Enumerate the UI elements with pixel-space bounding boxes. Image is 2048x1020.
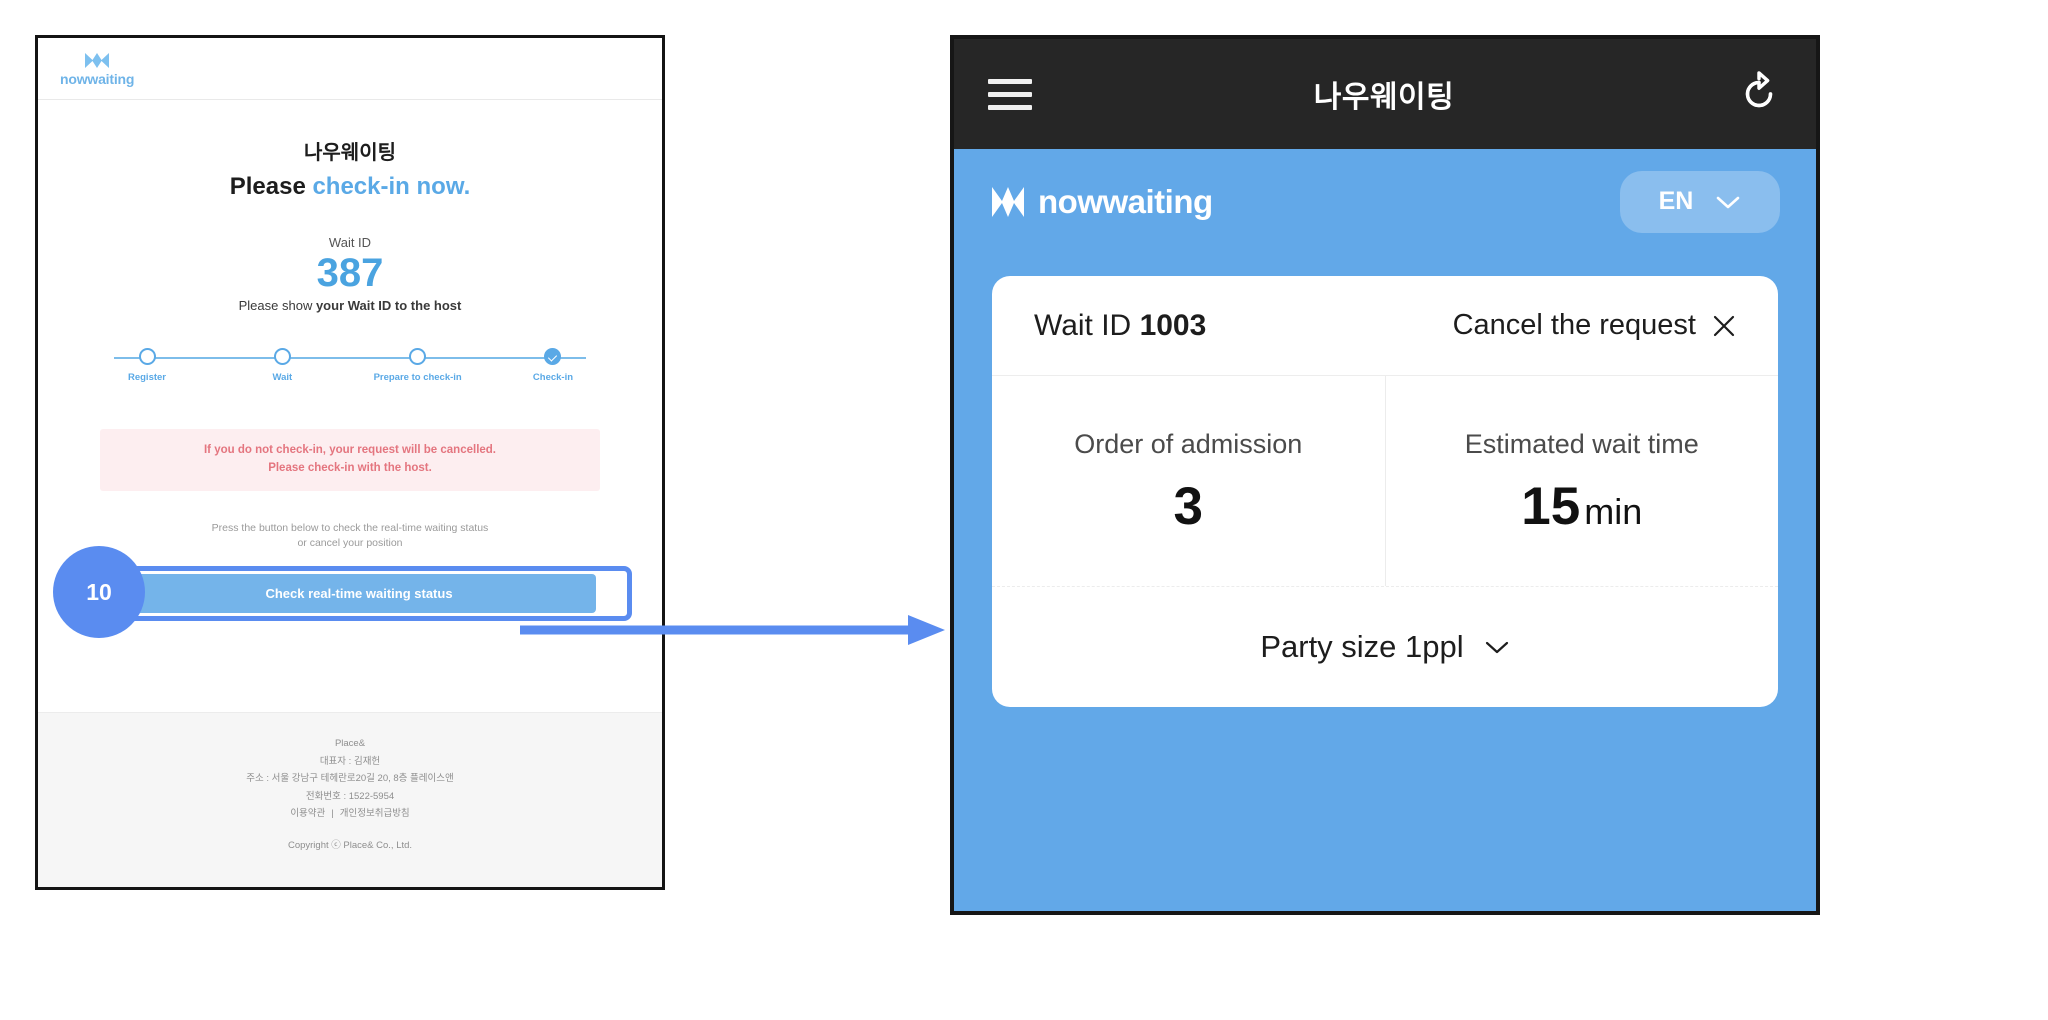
terms-link[interactable]: 이용약관	[290, 808, 326, 820]
app-title: 나우웨이팅	[1313, 81, 1455, 114]
app-brand-row: nowwaiting EN	[954, 149, 1816, 254]
refresh-icon[interactable]	[1736, 71, 1782, 117]
wait-id-hint-bold: your Wait ID to the host	[315, 298, 462, 313]
close-x-icon	[1713, 315, 1735, 336]
brand-logo-text: nowwaiting	[60, 70, 135, 87]
step-number-badge: 10	[53, 546, 145, 639]
card-wait-id-label: Wait ID	[1034, 308, 1140, 342]
step-check-icon	[544, 348, 562, 365]
nowwaiting-w-mark-icon	[85, 52, 110, 68]
stepper-step-checkin[interactable]: Check-in	[508, 347, 598, 383]
left-panel-body: 나우웨이팅 Please check-in now. Wait ID 387 P…	[38, 100, 662, 639]
chevron-down-icon	[1485, 641, 1508, 654]
card-stats-row: Order of admission 3 Estimated wait time…	[992, 376, 1778, 586]
cta-area: Check real-time waiting status 10	[53, 546, 632, 639]
stat-order-of-admission: Order of admission 3	[992, 376, 1385, 586]
language-selector[interactable]: EN	[1620, 170, 1780, 233]
headline-accent: check-in now.	[312, 173, 471, 200]
footer-ceo: 대표자 : 김재헌	[319, 755, 381, 767]
stepper-step-label: Check-in	[532, 372, 574, 383]
checkin-progress-stepper: Register Wait Prepare to check-in Check-…	[102, 347, 598, 401]
cancel-the-request-button[interactable]: Cancel the request	[1453, 309, 1736, 342]
flow-arrow-left-to-right	[520, 615, 945, 645]
right-arrow-icon	[908, 615, 945, 645]
card-header: Wait ID 1003 Cancel the request	[992, 276, 1778, 376]
stepper-step-label: Prepare to check-in	[373, 372, 462, 383]
stepper-step-label: Register	[127, 372, 166, 383]
page-footer: Place& 대표자 : 김재헌 주소 : 서울 강남구 테헤란로20길 20,…	[38, 712, 662, 887]
stat-value: 3	[1174, 480, 1203, 533]
chevron-down-icon	[1717, 196, 1740, 208]
footer-copyright: Copyright ⓒ Place& Co., Ltd.	[287, 839, 413, 851]
footer-company: Place&	[334, 738, 366, 749]
step-dot-icon	[409, 348, 427, 365]
wait-id-label: Wait ID	[328, 235, 372, 250]
stepper-step-wait[interactable]: Wait	[237, 347, 327, 383]
stat-label: Order of admission	[1074, 429, 1303, 459]
stat-unit: min	[1584, 491, 1643, 532]
footer-phone: 전화번호 : 1522-5954	[305, 790, 395, 802]
page-headline: Please check-in now.	[68, 173, 632, 201]
waiting-status-card: Wait ID 1003 Cancel the request Order of…	[992, 276, 1778, 707]
cta-instruction-line-1: Press the button below to check the real…	[211, 521, 489, 534]
stepper-step-label: Wait	[272, 372, 293, 383]
party-size-label: Party size 1ppl	[1260, 629, 1464, 664]
check-realtime-waiting-status-button[interactable]: Check real-time waiting status	[122, 574, 596, 614]
footer-link-separator: |	[331, 808, 334, 820]
wait-id-value: 387	[316, 251, 384, 295]
privacy-policy-link[interactable]: 개인정보취급방침	[339, 808, 410, 820]
stepper-step-prepare[interactable]: Prepare to check-in	[373, 347, 463, 383]
footer-links: 이용약관 | 개인정보취급방침	[48, 805, 652, 823]
cancellation-warning-banner: If you do not check-in, your request wil…	[100, 429, 600, 491]
hamburger-menu-icon[interactable]	[988, 78, 1032, 110]
app-top-bar: 나우웨이팅	[954, 39, 1816, 149]
warning-line-1: If you do not check-in, your request wil…	[203, 444, 497, 456]
step-dot-icon	[138, 348, 156, 365]
mobile-app-screenshot: 나우웨이팅 nowwaiting EN Wait ID 1003 Cancel …	[950, 35, 1820, 915]
wait-id-hint-prefix: Please show	[238, 298, 316, 313]
step-dot-icon	[273, 348, 291, 365]
stat-label: Estimated wait time	[1464, 429, 1699, 459]
web-checkin-page-screenshot: nowwaiting 나우웨이팅 Please check-in now. Wa…	[35, 35, 665, 890]
card-wait-id: Wait ID 1003	[1034, 309, 1206, 343]
stat-number: 15	[1521, 477, 1581, 536]
cancel-request-label: Cancel the request	[1452, 309, 1696, 341]
stepper-step-register[interactable]: Register	[102, 347, 192, 383]
card-wait-id-value: 1003	[1139, 308, 1207, 342]
nowwaiting-w-mark-icon	[992, 186, 1024, 217]
party-size-selector[interactable]: Party size 1ppl	[992, 586, 1778, 707]
page-korean-title: 나우웨이팅	[304, 142, 396, 164]
headline-prefix: Please	[229, 173, 313, 200]
app-brand-logo: nowwaiting	[990, 183, 1213, 221]
stepper-connector-line	[114, 357, 586, 359]
brand-logo[interactable]: nowwaiting	[60, 52, 134, 86]
cta-instruction-text: Press the button below to check the real…	[68, 521, 632, 553]
warning-line-2: Please check-in with the host.	[268, 461, 432, 474]
footer-address: 주소 : 서울 강남구 테헤란로20길 20, 8층 플레이스앤	[246, 773, 454, 785]
left-panel-topbar: nowwaiting	[38, 38, 662, 100]
language-selector-value: EN	[1658, 187, 1694, 215]
wait-id-hint: Please show your Wait ID to the host	[68, 298, 632, 313]
cta-instruction-line-2: or cancel your position	[297, 537, 403, 550]
app-brand-text: nowwaiting	[1038, 182, 1213, 220]
stat-number: 3	[1173, 477, 1203, 536]
